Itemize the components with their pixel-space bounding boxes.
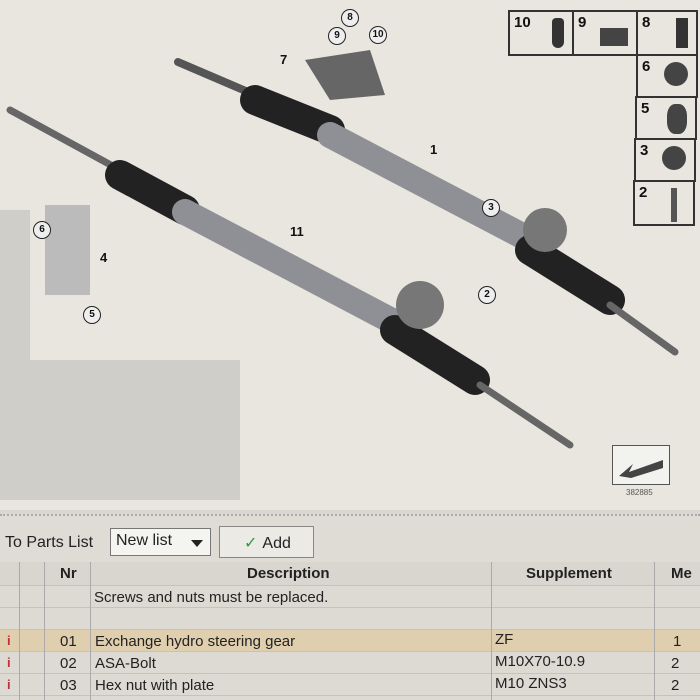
callout-11[interactable]: 11	[290, 224, 304, 239]
column-divider	[90, 562, 91, 700]
row-nr: 03	[60, 677, 77, 694]
callout-2[interactable]: 2	[478, 286, 496, 304]
table-note-row: Screws and nuts must be replaced.	[0, 586, 700, 608]
table-row[interactable]: i 02 ASA-Bolt M10X70-10.9 2	[0, 652, 700, 674]
callout-6[interactable]: 6	[33, 221, 51, 239]
info-icon[interactable]: i	[7, 655, 11, 670]
chevron-down-icon	[191, 540, 203, 547]
arrow-icon	[619, 460, 663, 478]
add-button[interactable]: ✓Add	[219, 526, 314, 558]
bracket-7	[305, 50, 385, 100]
callout-4[interactable]: 4	[100, 250, 108, 265]
header-quantity[interactable]: Me	[671, 565, 692, 582]
row-supplement: M10X70-10.9	[495, 653, 586, 670]
selected-list: New list	[116, 532, 173, 549]
row-description: Hex nut with plate	[95, 677, 215, 694]
bolt-icon	[667, 104, 687, 134]
part-cell-3[interactable]: 3	[634, 138, 696, 182]
table-row[interactable]: i 01 Exchange hydro steering gear ZF 1	[0, 630, 700, 652]
part-number: 5	[641, 100, 650, 117]
background-subframe	[0, 210, 240, 500]
part-cell-10[interactable]: 10	[508, 10, 574, 56]
steering-rack-illustration	[0, 50, 679, 500]
header-description[interactable]: Description	[247, 565, 330, 582]
add-label: Add	[262, 535, 291, 552]
parts-list-toolbar: To Parts List New list ✓Add	[0, 514, 700, 562]
part-cell-9[interactable]: 9	[572, 10, 638, 56]
table-row[interactable]: i 03 Hex nut with plate M10 ZNS3 2	[0, 674, 700, 696]
callout-8[interactable]: 8	[341, 9, 359, 27]
row-nr: 02	[60, 655, 77, 672]
part-cell-6[interactable]: 6	[636, 54, 698, 98]
note-text: Screws and nuts must be replaced.	[94, 589, 329, 606]
info-icon[interactable]: i	[7, 633, 11, 648]
callout-9[interactable]: 9	[328, 27, 346, 45]
part-number: 3	[640, 142, 649, 159]
parts-list-select[interactable]: New list	[110, 528, 211, 556]
callout-7[interactable]: 7	[280, 52, 288, 67]
lower-steering-rack	[6, 106, 574, 449]
header-supplement[interactable]: Supplement	[526, 565, 612, 582]
row-quantity: 2	[671, 677, 680, 694]
column-divider	[44, 562, 45, 700]
callout-10[interactable]: 10	[369, 26, 387, 44]
part-number: 9	[578, 14, 587, 31]
upper-steering-rack	[174, 58, 679, 356]
header-nr[interactable]: Nr	[60, 565, 77, 582]
column-divider	[19, 562, 20, 700]
part-cell-2[interactable]: 2	[633, 180, 695, 226]
nut-icon	[664, 62, 688, 86]
nut-icon	[662, 146, 686, 170]
row-quantity: 2	[671, 655, 680, 672]
part-number: 6	[642, 58, 651, 75]
column-divider	[654, 562, 655, 700]
part-number: 10	[514, 14, 531, 31]
info-icon[interactable]: i	[7, 677, 11, 692]
column-divider	[491, 562, 492, 700]
bolt-icon	[552, 18, 564, 48]
row-supplement: ZF	[495, 631, 514, 648]
bolt-icon	[676, 18, 688, 48]
diagram-number: 382885	[626, 488, 653, 497]
fasteners-panel: 10 9 8 6 5 3 2	[508, 10, 700, 226]
part-cell-8[interactable]: 8	[636, 10, 698, 56]
to-parts-list-label: To Parts List	[5, 534, 94, 551]
row-quantity: 1	[673, 633, 682, 650]
check-icon: ✓	[244, 535, 258, 552]
parts-diagram[interactable]: 8 9 10 7 1 3 2 11 4 6 5 10 9 8 6 5 3 2 3…	[0, 0, 700, 510]
part-4-clamp	[45, 205, 90, 295]
row-supplement: M10 ZNS3	[495, 675, 567, 692]
bolt-icon	[671, 188, 677, 222]
callout-1[interactable]: 1	[430, 142, 438, 157]
row-description: Exchange hydro steering gear	[95, 633, 296, 650]
table-empty-row	[0, 608, 700, 630]
part-number: 2	[639, 184, 648, 201]
clip-nut-icon	[600, 28, 628, 46]
arrow-direction-button[interactable]	[612, 445, 670, 485]
row-nr: 01	[60, 633, 77, 650]
row-description: ASA-Bolt	[95, 655, 156, 672]
part-cell-5[interactable]: 5	[635, 96, 697, 140]
parts-table: Nr Description Supplement Me Screws and …	[0, 562, 700, 700]
part-number: 8	[642, 14, 651, 31]
table-header: Nr Description Supplement Me	[0, 562, 700, 586]
callout-5[interactable]: 5	[83, 306, 101, 324]
callout-3[interactable]: 3	[482, 199, 500, 217]
